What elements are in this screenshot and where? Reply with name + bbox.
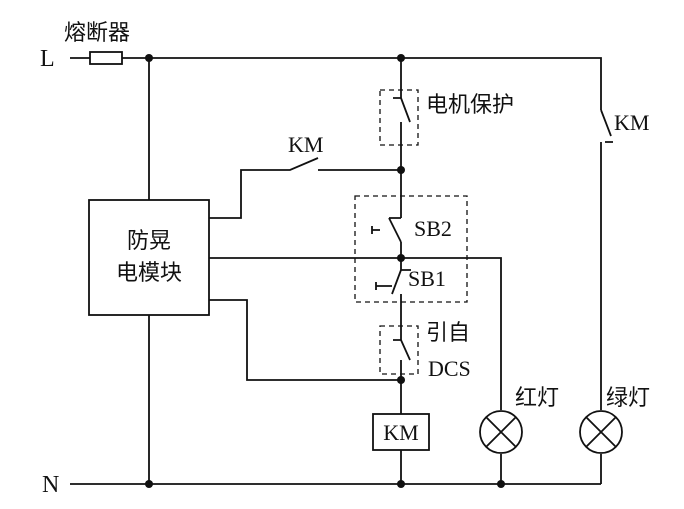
motor-protect-label: 电机保护 [426, 93, 514, 118]
module-label-line2: 电模块 [116, 261, 182, 286]
sb1-contact [375, 269, 411, 295]
dcs-box [379, 325, 419, 375]
motor-protect-box [379, 89, 419, 146]
module-output-wire [209, 299, 401, 381]
km-aux-left-wire [209, 157, 401, 219]
red-lamp-feed-wire [209, 257, 502, 410]
fuse-symbol [89, 51, 123, 65]
green-lamp-icon [579, 410, 623, 454]
sb2-label: SB2 [414, 216, 452, 241]
red-lamp-label: 红灯 [515, 386, 559, 411]
sb-group-box [354, 195, 468, 303]
km-coil [372, 413, 430, 451]
dcs-contact [393, 339, 411, 372]
line-l-label: L [40, 46, 55, 72]
green-lamp-label: 绿灯 [606, 386, 650, 411]
anti-sway-module [88, 199, 210, 316]
line-l-wire [70, 57, 602, 110]
dcs-label-line1: 引自 [426, 321, 470, 346]
module-label-line1: 防晃 [127, 229, 171, 254]
dcs-label-line2: DCS [428, 356, 471, 381]
km-aux-right-label: KM [614, 110, 649, 135]
km-aux-left-label: KM [288, 132, 323, 157]
line-n-label: N [42, 472, 59, 498]
km-coil-label: KM [383, 420, 418, 445]
red-lamp-icon [479, 410, 523, 454]
fuse-label: 熔断器 [64, 21, 130, 46]
motor-protect-contact [393, 97, 411, 132]
km-aux-right-contact [600, 109, 613, 410]
sb1-label: SB1 [408, 266, 446, 291]
sb2-contact [371, 217, 402, 243]
